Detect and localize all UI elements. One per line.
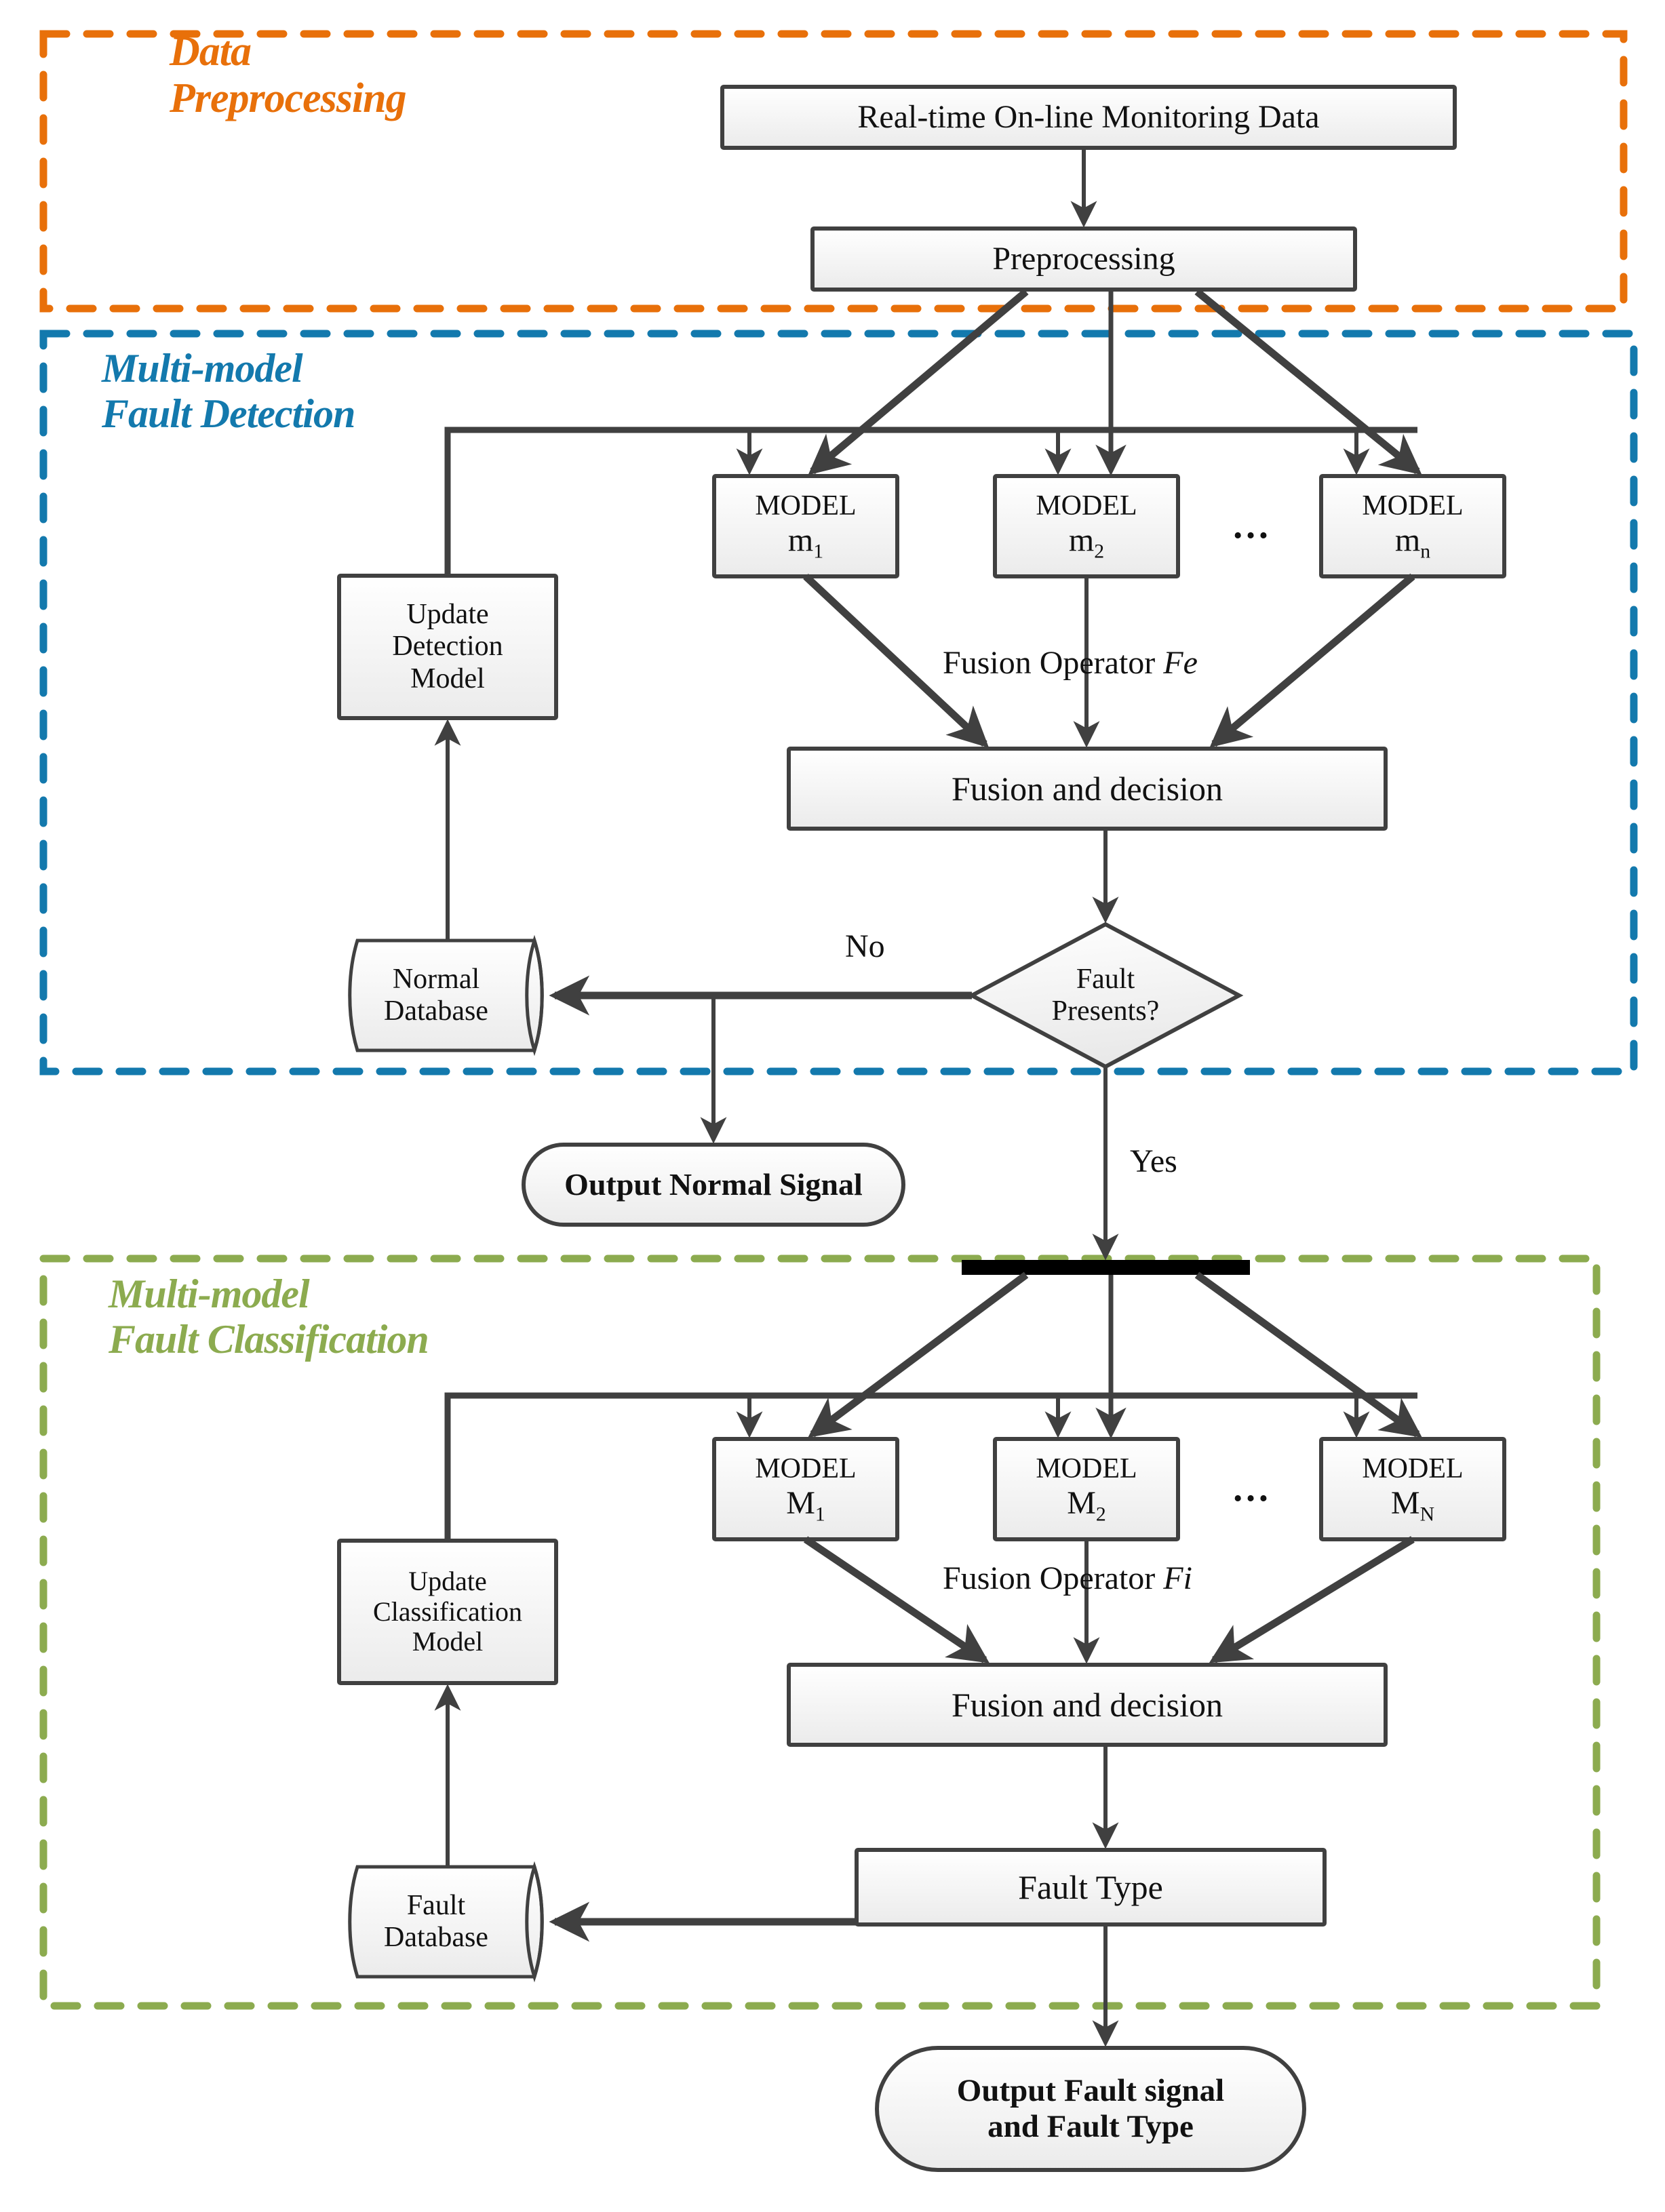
group-title-line2: Fault Detection [102, 391, 355, 437]
node-fault-type[interactable] [855, 1848, 1327, 1927]
edge-label-yes: Yes [1130, 1143, 1177, 1179]
group-title-data-preprocessing: Data Preprocessing [170, 28, 522, 123]
edge-label-fusion-operator-fe: Fusion Operator Fe [943, 644, 1198, 682]
fusion-operator-symbol: Fi [1163, 1560, 1192, 1596]
node-detect-model-m1[interactable] [712, 474, 899, 578]
edge-update-classification-bus [444, 1392, 1417, 1541]
fusion-operator-symbol: Fe [1163, 645, 1198, 681]
group-title-line2: Fault Classification [109, 1317, 429, 1362]
edge-preprocessing-to-m1 [808, 288, 1029, 475]
group-title-line1: Data [170, 28, 252, 75]
edge-label-no: No [845, 928, 885, 964]
group-title-multi-model-fault-detection: Multi-model Fault Detection [102, 346, 482, 437]
node-detect-model-m2[interactable] [993, 474, 1180, 578]
fusion-operator-prefix: Fusion Operator [943, 1560, 1164, 1596]
group-title-line1: Multi-model [102, 346, 303, 391]
node-classify-model-M2[interactable] [993, 1437, 1180, 1541]
edge-M1-to-fusion-classify [803, 1536, 990, 1663]
group-frame-data-preprocessing [39, 30, 1628, 313]
edge-bar-to-MN [1194, 1271, 1422, 1438]
edge-label-fusion-operator-fi: Fusion Operator Fi [943, 1560, 1192, 1597]
group-title-line2: Preprocessing [170, 75, 407, 122]
node-update-detection-model[interactable] [337, 574, 558, 720]
group-title-multi-model-fault-classification: Multi-model Fault Classification [109, 1271, 597, 1362]
group-frame-multi-model-fault-detection [39, 330, 1638, 1075]
group-frame-multi-model-fault-classification [39, 1255, 1601, 2010]
edge-m1-to-fusion-detect [803, 573, 990, 748]
node-fault-presents-diamond[interactable] [967, 922, 1244, 1069]
edge-MN-to-fusion-classify [1209, 1536, 1415, 1663]
node-fault-database[interactable] [348, 1861, 544, 1983]
edge-preprocessing-to-mn [1194, 288, 1422, 475]
edge-mn-to-fusion-detect [1209, 573, 1415, 748]
node-output-fault-signal[interactable] [875, 2046, 1306, 2172]
split-bar [962, 1260, 1250, 1275]
edge-update-detection-bus [444, 427, 1417, 576]
node-preprocessing[interactable] [810, 226, 1357, 292]
node-realtime-data[interactable] [720, 85, 1457, 150]
node-classify-model-MN[interactable] [1319, 1437, 1506, 1541]
fusion-operator-prefix: Fusion Operator [943, 645, 1164, 681]
node-detect-model-mn[interactable] [1319, 474, 1506, 578]
edge-bar-to-M1 [808, 1271, 1029, 1438]
group-title-line1: Multi-model [109, 1271, 310, 1316]
node-output-normal-signal[interactable] [522, 1143, 905, 1227]
node-fusion-decision-detection[interactable] [787, 747, 1388, 831]
node-fusion-decision-classification[interactable] [787, 1663, 1388, 1747]
node-normal-database[interactable] [348, 934, 544, 1056]
node-classify-model-M1[interactable] [712, 1437, 899, 1541]
node-update-classification-model[interactable] [337, 1539, 558, 1685]
